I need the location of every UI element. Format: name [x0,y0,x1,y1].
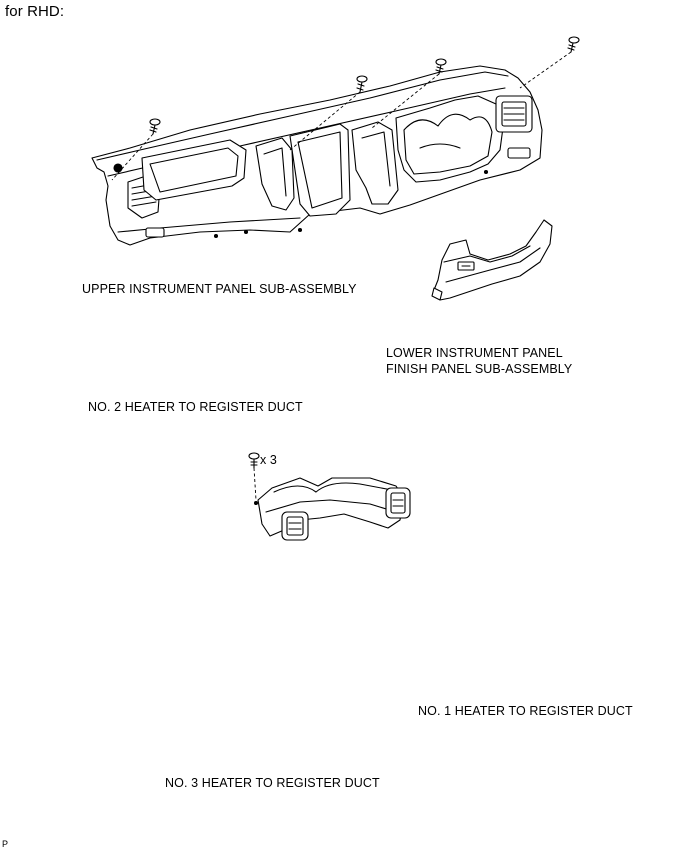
screw-icon [435,58,447,75]
label-lower-panel-line1: LOWER INSTRUMENT PANEL [386,346,563,360]
lower-finish-panel [431,219,553,301]
label-upper-instrument-panel: UPPER INSTRUMENT PANEL SUB-ASSEMBLY [82,282,357,296]
label-no2-duct: NO. 2 HEATER TO REGISTER DUCT [88,400,303,414]
upper-instrument-panel [91,65,543,246]
screw-icon [356,75,368,93]
label-clip-quantity: x 3 [260,453,277,467]
diagram-title: for RHD: [5,3,65,20]
label-no1-duct: NO. 1 HEATER TO REGISTER DUCT [418,704,633,718]
no2-heater-register-duct [253,477,411,541]
label-lower-panel-line2: FINISH PANEL SUB-ASSEMBLY [386,362,573,376]
upper-panel-screws [149,36,580,135]
label-no3-duct: NO. 3 HEATER TO REGISTER DUCT [165,776,380,790]
screw-icon [149,118,161,135]
screw-icon [248,452,260,469]
illustration-code: P [2,839,9,849]
screw-icon [567,36,580,53]
